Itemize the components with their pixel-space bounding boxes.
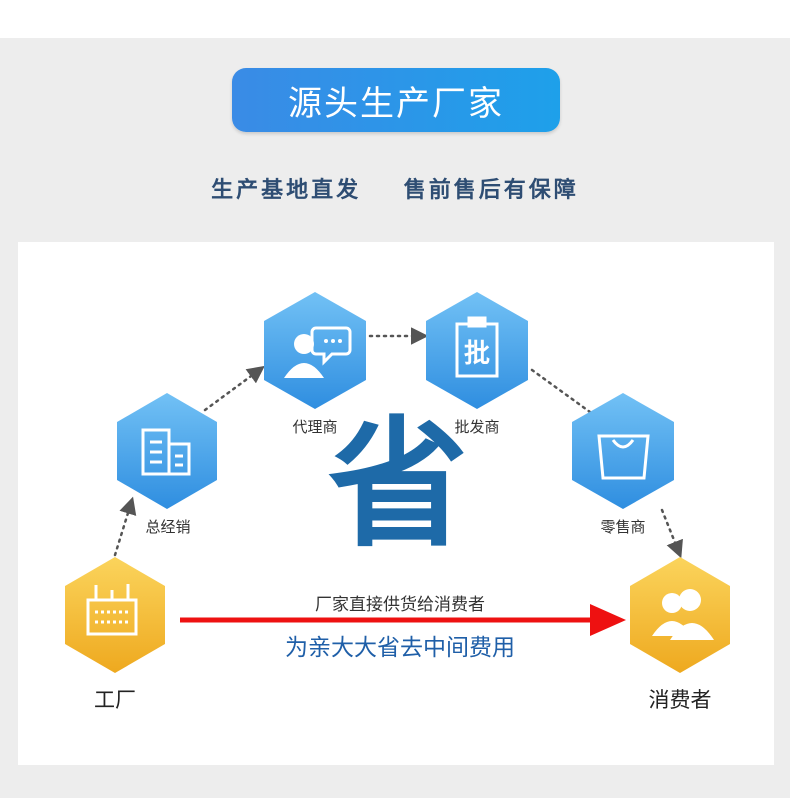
connector-retail-consumer xyxy=(660,508,683,559)
distributor-hexagon xyxy=(117,393,217,509)
wholesaler-hexagon xyxy=(426,292,528,409)
direct-supply-arrow xyxy=(180,604,626,636)
retailer-hexagon xyxy=(572,393,674,509)
savings-slogan: 为亲大大省去中间费用 xyxy=(285,635,515,661)
node-distributor xyxy=(117,393,217,509)
dotted-connectors xyxy=(113,327,683,559)
node-wholesaler: 批 xyxy=(426,292,528,409)
agent-chat-icon xyxy=(284,326,352,378)
building-icon xyxy=(141,428,191,476)
node-agent xyxy=(264,292,366,409)
connector-factory-distributor xyxy=(113,496,137,557)
connector-distributor-agent xyxy=(203,365,265,412)
factory-hexagon xyxy=(65,557,165,673)
supply-chain-card xyxy=(18,242,774,765)
consumer-hexagon xyxy=(630,557,730,673)
factory-label: 工厂 xyxy=(94,688,136,712)
factory-icon xyxy=(86,584,138,636)
agent-label: 代理商 xyxy=(292,418,338,436)
retailer-label: 零售商 xyxy=(600,518,646,536)
consumer-label: 消费者 xyxy=(648,688,712,712)
connector-wholesale-retail xyxy=(530,368,592,414)
users-icon xyxy=(652,589,714,640)
distributor-label: 总经销 xyxy=(145,518,191,536)
page-title: 源头生产厂家 xyxy=(232,68,560,132)
node-retailer xyxy=(572,393,674,509)
node-consumer xyxy=(630,557,730,673)
node-factory xyxy=(65,557,165,673)
direct-supply-caption: 厂家直接供货给消费者 xyxy=(315,595,485,615)
agent-hexagon xyxy=(264,292,366,409)
save-character: 省 xyxy=(327,403,468,567)
shopping-bag-icon xyxy=(597,434,650,480)
wholesale-clipboard-icon: 批 xyxy=(455,316,499,378)
svg-text:批: 批 xyxy=(464,339,490,369)
page-subtitle: 生产基地直发 售前售后有保障 xyxy=(211,178,579,203)
wholesaler-label: 批发商 xyxy=(454,418,500,436)
